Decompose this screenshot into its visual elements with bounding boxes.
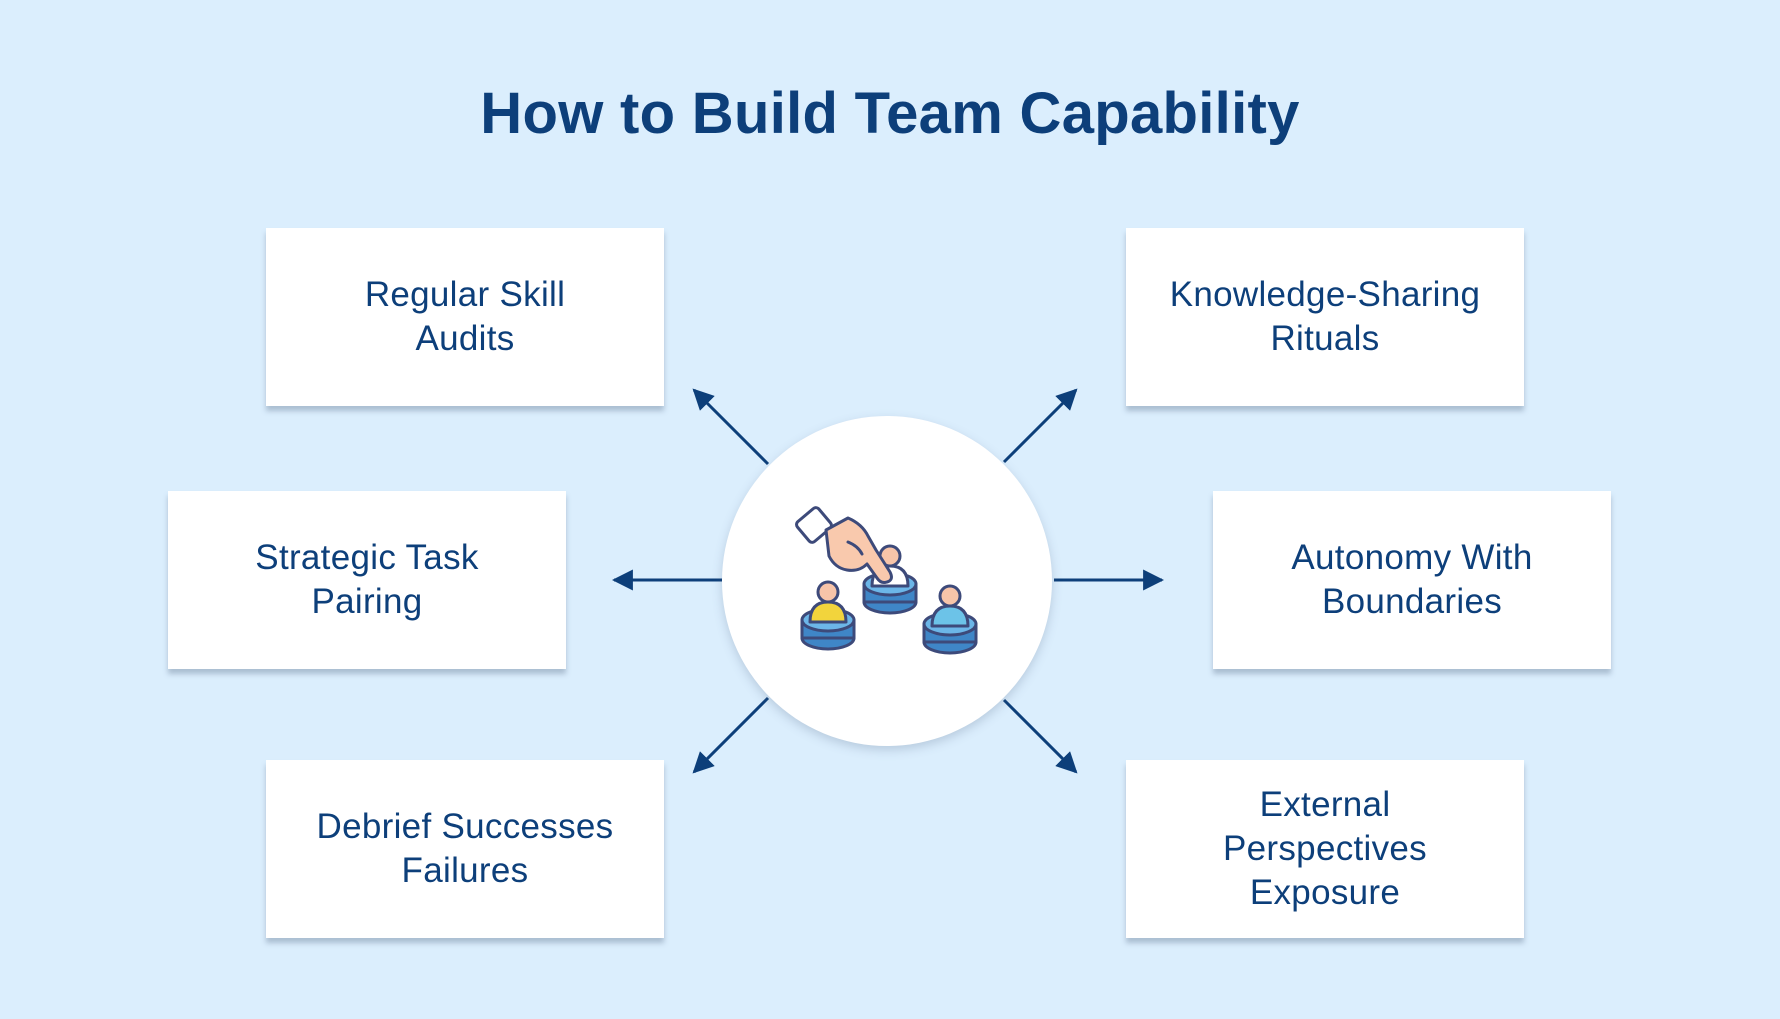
- card-external-perspectives-exposure: External Perspectives Exposure: [1126, 760, 1524, 938]
- center-hub: [722, 416, 1052, 746]
- card-label: Debrief Successes Failures: [316, 807, 614, 890]
- arrow-to-top-right: [1002, 388, 1078, 464]
- card-label: External Perspectives Exposure: [1223, 785, 1427, 912]
- card-strategic-task-pairing: Strategic Task Pairing: [168, 491, 566, 669]
- card-label: Autonomy With Boundaries: [1291, 538, 1533, 621]
- card-label: Regular Skill Audits: [364, 275, 566, 358]
- diagram-title: How to Build Team Capability: [480, 81, 1300, 146]
- arrow-to-bottom-right: [1002, 698, 1078, 774]
- arrow-to-bottom-left: [692, 696, 770, 774]
- card-label: Strategic Task Pairing: [255, 538, 479, 621]
- card-label: Knowledge-Sharing Rituals: [1169, 275, 1481, 358]
- card-debrief-successes-failures: Debrief Successes Failures: [266, 760, 664, 938]
- card-knowledge-sharing-rituals: Knowledge-Sharing Rituals: [1126, 228, 1524, 406]
- card-autonomy-with-boundaries: Autonomy With Boundaries: [1213, 491, 1611, 669]
- card-regular-skill-audits: Regular Skill Audits: [266, 228, 664, 406]
- team-selection-icon: [795, 506, 978, 655]
- arrow-to-top-left: [692, 388, 770, 466]
